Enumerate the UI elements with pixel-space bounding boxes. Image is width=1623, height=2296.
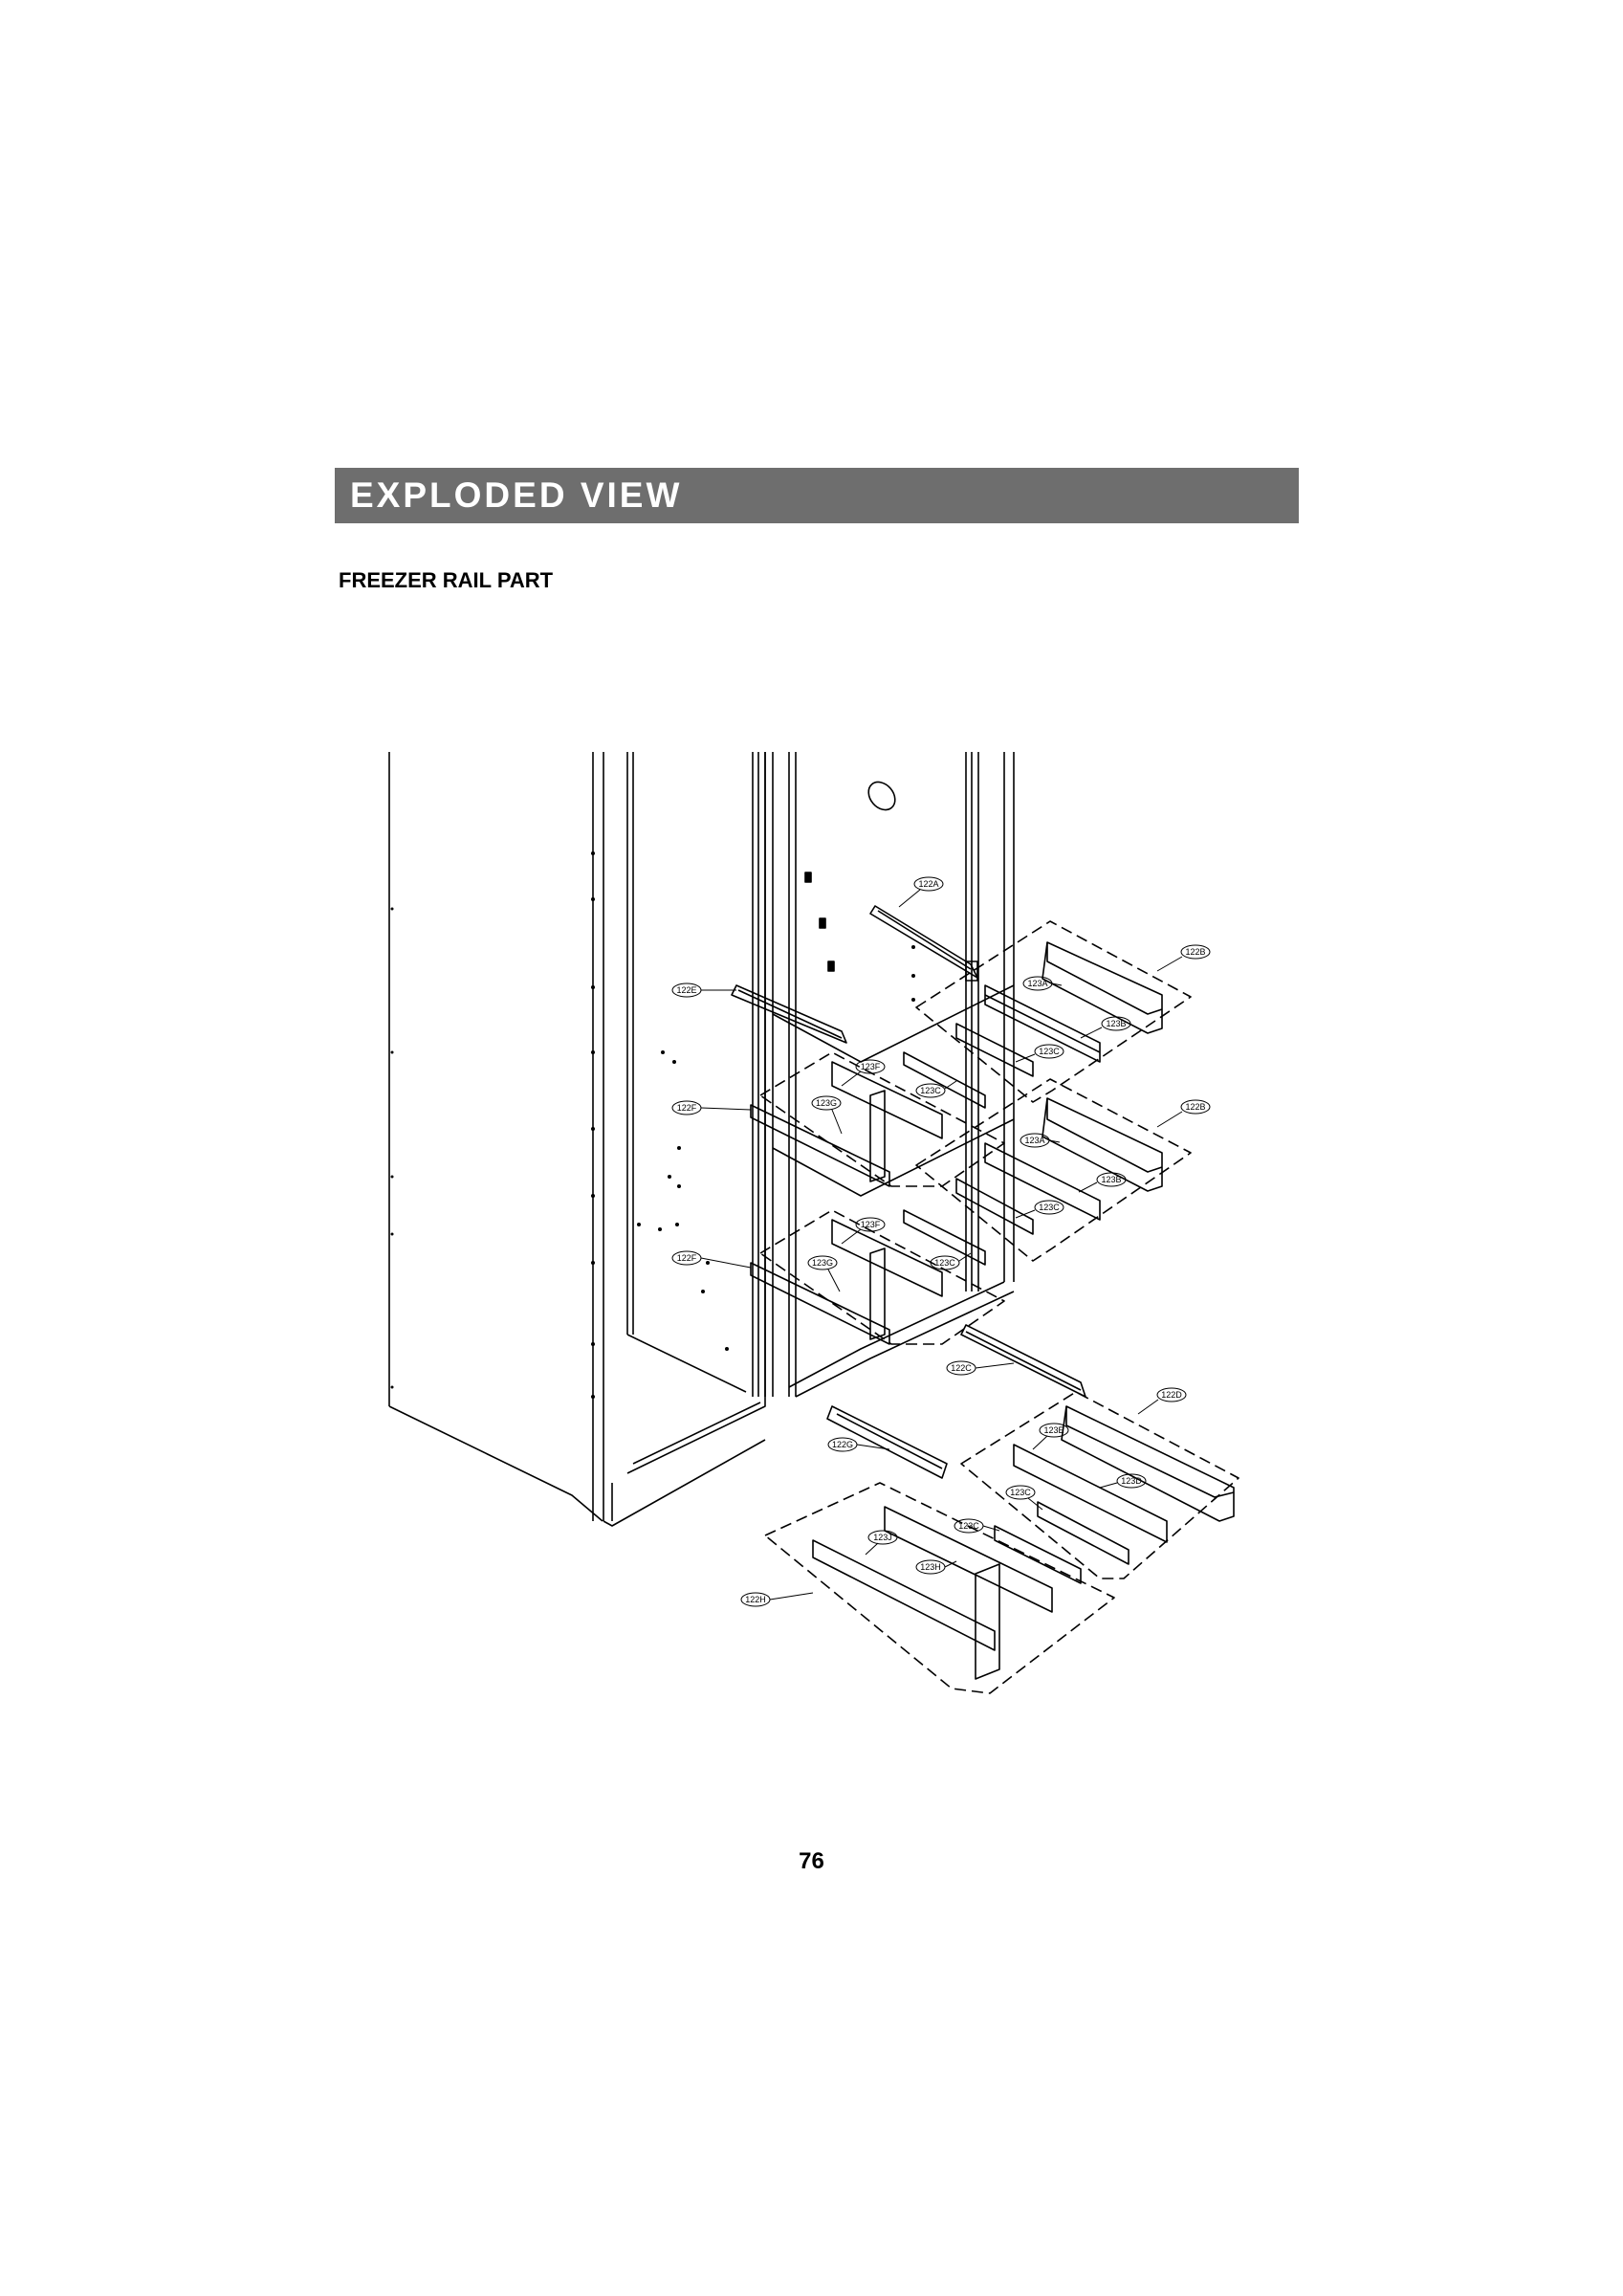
callout-123C: 123C [1005,1485,1043,1511]
svg-text:123C: 123C [920,1086,941,1095]
svg-text:123E: 123E [1043,1425,1064,1435]
banner-title: EXPLODED VIEW [350,475,683,515]
rail-122E [731,984,847,1044]
callout-123E: 123E [1032,1423,1069,1450]
svg-text:123C: 123C [934,1258,955,1268]
callout-123C: 123C [915,1080,957,1098]
svg-text:123J: 123J [873,1533,892,1542]
callout-123C: 123C [930,1252,972,1270]
callout-122C: 122C [946,1360,1015,1376]
callout-123D: 123D [1099,1473,1147,1489]
callout-123F: 123F [841,1059,886,1087]
callout-123C: 123C [1015,1200,1064,1219]
rail-122A [869,905,978,982]
svg-text:123B: 123B [1101,1175,1121,1184]
svg-text:123C: 123C [1010,1488,1031,1497]
rail-122G [826,1405,948,1479]
callout-122B: 122B [1156,944,1211,972]
callout-123G: 123G [807,1255,841,1292]
section-title: FREEZER RAIL PART [339,568,554,592]
rail-group-lower-right [903,1078,1192,1266]
callout-122G: 122G [827,1437,890,1452]
callout-122H: 122H [740,1592,814,1607]
callout-122B: 122B [1156,1099,1211,1128]
callout-123F: 123F [841,1217,886,1245]
callout-123B: 123B [1080,1016,1131,1039]
svg-text:122G: 122G [832,1440,853,1449]
svg-text:123G: 123G [816,1098,837,1108]
svg-text:122C: 122C [951,1363,972,1373]
callout-123C: 123C [1015,1044,1064,1063]
svg-text:123C: 123C [1039,1047,1060,1056]
svg-text:123F: 123F [861,1220,881,1229]
svg-text:122B: 122B [1185,1102,1205,1112]
cabinet-body [388,752,1015,1527]
callout-123A: 123A [1022,976,1063,991]
rail-122C [960,1324,1086,1398]
svg-text:123D: 123D [1121,1476,1142,1486]
svg-text:122D: 122D [1161,1390,1182,1400]
cabinet-screw-holes [390,851,915,1399]
svg-text:123C: 123C [958,1521,979,1531]
rail-group-upper [903,920,1192,1109]
page-number: 76 [799,1848,824,1874]
callout-122F: 122F [671,1250,752,1269]
callout-123C: 123C [954,1518,1000,1534]
callout-123A: 123A [1020,1133,1061,1148]
svg-text:123B: 123B [1106,1019,1126,1028]
svg-text:123H: 123H [920,1562,941,1572]
callout-123J: 123J [865,1530,898,1556]
callout-122E: 122E [671,982,736,998]
rail-group-middle [750,1051,1005,1187]
svg-text:122E: 122E [676,985,696,995]
callout-122F: 122F [671,1100,752,1115]
svg-text:122B: 122B [1185,947,1205,957]
callout-123H: 123H [915,1559,957,1575]
callout-122A: 122A [898,876,944,908]
rail-group-bottom-right [960,1391,1239,1579]
svg-text:123A: 123A [1027,979,1047,988]
cabinet-slots [804,872,835,972]
section-banner: EXPLODED VIEW [335,468,1299,523]
rail-group-lower-middle [750,1209,1005,1345]
svg-text:122F: 122F [677,1253,697,1263]
rail-group-bottom [764,1482,1115,1694]
callout-122D: 122D [1137,1387,1187,1415]
svg-text:122A: 122A [918,879,938,889]
svg-text:122H: 122H [745,1595,766,1604]
svg-text:123A: 123A [1024,1136,1044,1145]
svg-text:123F: 123F [861,1062,881,1071]
callout-123B: 123B [1078,1172,1127,1193]
callout-123G: 123G [811,1095,843,1135]
svg-text:123C: 123C [1039,1203,1060,1212]
svg-text:122F: 122F [677,1103,697,1113]
svg-text:123G: 123G [812,1258,833,1268]
